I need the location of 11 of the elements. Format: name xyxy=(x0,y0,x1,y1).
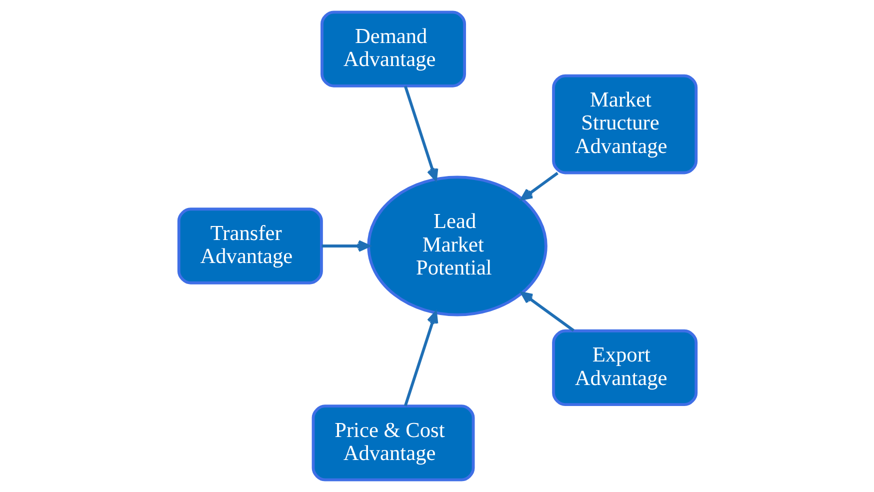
node-box: Price & Cost Advantage xyxy=(311,404,474,482)
node-box: Export Advantage xyxy=(552,329,698,406)
arrow xyxy=(403,86,438,181)
arrow xyxy=(520,172,558,200)
node-ellipse: Lead Market Potential xyxy=(366,176,547,316)
node-box: Demand Advantage xyxy=(320,10,466,88)
arrow xyxy=(321,240,370,252)
arrow xyxy=(403,311,438,406)
node-box: Transfer Advantage xyxy=(176,208,322,284)
arrow xyxy=(520,292,574,332)
node-box: Market Structure Advantage xyxy=(552,74,698,174)
